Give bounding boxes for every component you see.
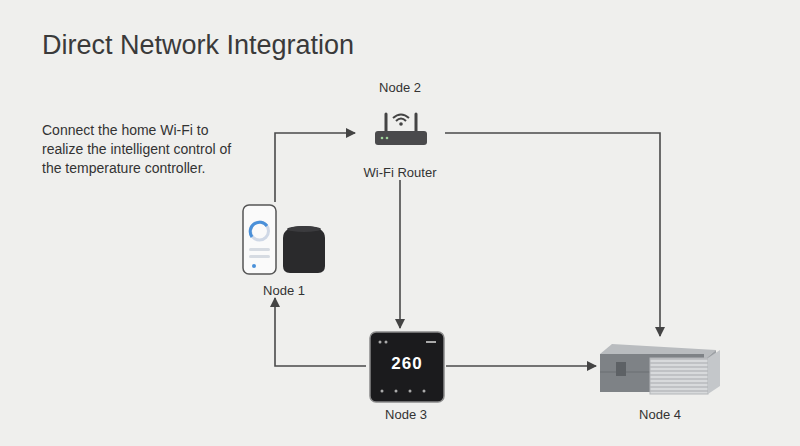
- router-icon: [375, 114, 427, 145]
- connector-arrow: [446, 365, 596, 367]
- thermostat-icon: [370, 332, 444, 402]
- device-node: Node 2 Wi-Fi Router: [355, 80, 445, 180]
- diagram-title: Direct Network Integration: [42, 30, 354, 61]
- connector-arrow: [445, 133, 660, 336]
- device-node: Node 4: [596, 336, 724, 422]
- device-node: Node 3: [366, 328, 446, 422]
- device-node: Node 1: [236, 202, 332, 298]
- node-caption: Wi-Fi Router: [364, 165, 437, 180]
- node-label: Node 4: [639, 407, 681, 422]
- node-label: Node 1: [263, 283, 305, 298]
- phone-icon: [243, 205, 276, 274]
- node-label: Node 2: [379, 80, 421, 95]
- connector-arrow: [275, 133, 355, 202]
- connector-arrow: [399, 180, 401, 328]
- duct-unit-icon: [600, 344, 720, 394]
- speaker-icon: [283, 226, 325, 273]
- connector-arrow: [275, 298, 366, 366]
- description-text: Connect the home Wi-Fi to realize the in…: [42, 121, 247, 178]
- display-reading: 260: [372, 354, 442, 374]
- node-label: Node 3: [385, 407, 427, 422]
